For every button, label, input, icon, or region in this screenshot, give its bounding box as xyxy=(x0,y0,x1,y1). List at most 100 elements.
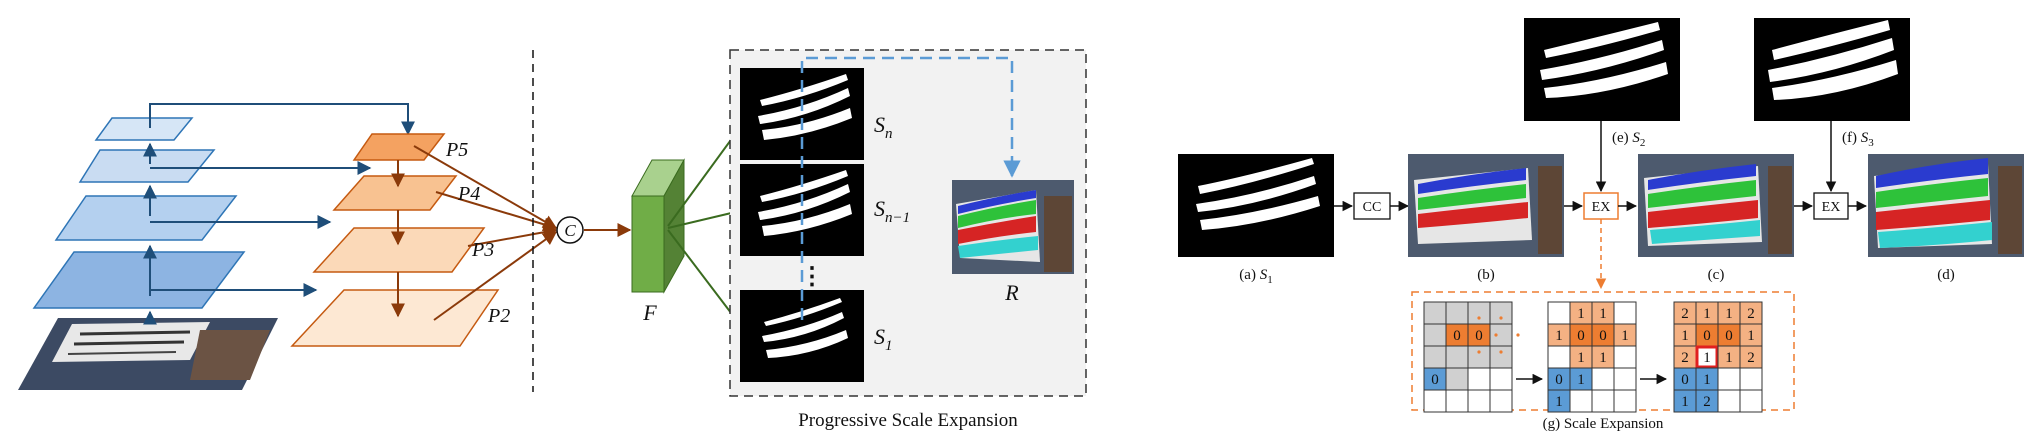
result-b xyxy=(1408,154,1564,257)
caption-b: (b) xyxy=(1477,267,1495,283)
concat-node: C xyxy=(557,217,583,243)
result-d xyxy=(1868,154,2024,257)
label-p5: P5 xyxy=(445,139,468,161)
grid1-cell xyxy=(1424,346,1446,368)
grid1-cell xyxy=(1468,390,1490,412)
grid3-value: 2 xyxy=(1747,306,1755,322)
grid1-cell xyxy=(1490,368,1512,390)
expansion-dot xyxy=(1477,350,1480,353)
pse-panel-caption: Progressive Scale Expansion xyxy=(798,410,1018,431)
kernel-f-s3 xyxy=(1754,18,1910,121)
label-r: R xyxy=(1004,280,1019,305)
grid2-cell xyxy=(1614,368,1636,390)
kernel-ellipsis: ⋮ xyxy=(800,264,824,290)
expansion-dot xyxy=(1482,333,1485,336)
grid2-value: 0 xyxy=(1577,328,1585,344)
label-p2: P2 xyxy=(487,305,510,327)
ex-op-box-2: EX xyxy=(1814,193,1848,219)
expansion-dot xyxy=(1499,316,1502,319)
input-image xyxy=(18,318,278,390)
result-c xyxy=(1638,154,1794,257)
grid1-cell xyxy=(1424,302,1446,324)
grid2-cell xyxy=(1614,390,1636,412)
svg-text:EX: EX xyxy=(1822,200,1841,215)
expansion-dot xyxy=(1460,333,1463,336)
svg-text:EX: EX xyxy=(1592,200,1611,215)
grid1-value: 0 xyxy=(1475,328,1483,344)
grid1-value: 0 xyxy=(1453,328,1461,344)
backbone-layer-3 xyxy=(80,150,214,182)
grid2-value: 1 xyxy=(1599,306,1607,322)
grid3-value: 2 xyxy=(1703,394,1711,410)
grid2-value: 1 xyxy=(1577,306,1585,322)
grid2-cell xyxy=(1592,390,1614,412)
result-image-r xyxy=(952,180,1074,274)
grid2-value: 1 xyxy=(1555,394,1563,410)
caption-g: (g) Scale Expansion xyxy=(1543,416,1664,432)
grid2-cell xyxy=(1614,302,1636,324)
grid1-cell xyxy=(1468,346,1490,368)
grid2-value: 1 xyxy=(1577,350,1585,366)
grid2-cell xyxy=(1614,346,1636,368)
grid3-value: 1 xyxy=(1681,394,1689,410)
caption-c: (c) xyxy=(1708,267,1725,283)
grid3-cell xyxy=(1740,390,1762,412)
expansion-dot xyxy=(1516,333,1519,336)
grid1-cell xyxy=(1468,368,1490,390)
grid2-cell xyxy=(1548,302,1570,324)
backbone-layer-4 xyxy=(96,118,192,140)
caption-e: (e) S2 xyxy=(1612,130,1645,149)
grid2-cell xyxy=(1592,368,1614,390)
grid2-value: 0 xyxy=(1555,372,1563,388)
grid1-cell xyxy=(1446,368,1468,390)
grid1-value: 0 xyxy=(1431,372,1439,388)
grid3-value: 1 xyxy=(1703,306,1711,322)
grid1-cell xyxy=(1490,324,1512,346)
grid3-value: 2 xyxy=(1747,350,1755,366)
grid2-value: 1 xyxy=(1599,350,1607,366)
expansion-dot xyxy=(1499,350,1502,353)
grid2-value: 1 xyxy=(1621,328,1629,344)
cc-op-box: CC xyxy=(1354,193,1390,219)
grid3-value: 2 xyxy=(1681,350,1689,366)
expansion-dot xyxy=(1477,316,1480,319)
kernel-e-s2 xyxy=(1524,18,1680,121)
grid3-value: 1 xyxy=(1725,350,1733,366)
fpn-pyramid xyxy=(292,134,556,346)
grid2-value: 0 xyxy=(1599,328,1607,344)
grid1-cell xyxy=(1490,390,1512,412)
grid2-cell xyxy=(1548,346,1570,368)
caption-f: (f) S3 xyxy=(1842,130,1874,149)
grid1-cell xyxy=(1468,302,1490,324)
grid3-value: 1 xyxy=(1747,328,1755,344)
expansion-dot xyxy=(1494,333,1497,336)
grid3-value: 2 xyxy=(1681,306,1689,322)
kernel-map-s1 xyxy=(740,290,864,382)
backbone-layer-2 xyxy=(56,196,236,240)
grid1-cell xyxy=(1490,302,1512,324)
label-f: F xyxy=(642,300,657,325)
ex-op-box-1: EX xyxy=(1584,193,1618,219)
label-p4: P4 xyxy=(457,183,480,205)
grid2-cell xyxy=(1570,390,1592,412)
grid1-cell xyxy=(1446,390,1468,412)
grid3-value: 0 xyxy=(1681,372,1689,388)
svg-text:C: C xyxy=(564,221,576,240)
grid1-cell xyxy=(1490,346,1512,368)
grid3-value: 1 xyxy=(1703,372,1711,388)
grid1-cell xyxy=(1424,324,1446,346)
grid3-value: 0 xyxy=(1725,328,1733,344)
grid3-cell xyxy=(1740,368,1762,390)
grid2-value: 1 xyxy=(1555,328,1563,344)
svg-text:CC: CC xyxy=(1363,200,1382,215)
caption-d: (d) xyxy=(1937,267,1955,283)
grid3-value: 1 xyxy=(1681,328,1689,344)
grid3-value: 1 xyxy=(1703,350,1711,366)
backbone-layer-1 xyxy=(34,252,244,308)
grid3-cell xyxy=(1718,368,1740,390)
grid3-cell xyxy=(1718,390,1740,412)
label-p3: P3 xyxy=(471,239,494,261)
grid1-cell xyxy=(1446,302,1468,324)
grid1-cell xyxy=(1424,390,1446,412)
